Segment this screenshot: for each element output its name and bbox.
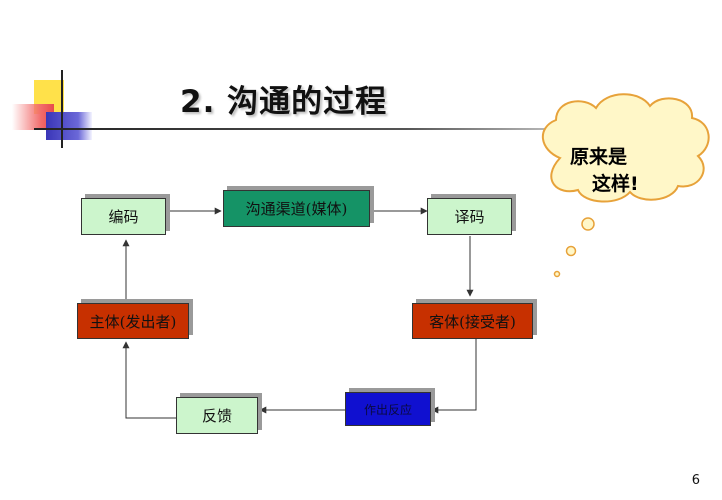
page-number: 6 [691, 473, 700, 488]
node-decoding: 译码 [427, 198, 512, 235]
title-underline [34, 128, 654, 130]
node-encoding: 编码 [81, 198, 166, 235]
arrow-receiver-to-response [431, 339, 477, 414]
arrow-feedback-to-sender [122, 341, 176, 419]
slide-title: 2. 沟通的过程 [180, 84, 388, 120]
thought-bubble-small [553, 270, 561, 278]
node-feedback: 反馈 [176, 397, 258, 434]
node-sender: 主体(发出者) [77, 303, 189, 339]
cloud-text-line2: 这样! [592, 172, 639, 195]
thought-bubble-medium [565, 245, 577, 257]
decorative-blue-bar [46, 112, 92, 140]
cloud-text-line1: 原来是 [570, 146, 627, 168]
decorative-vertical-line [61, 70, 63, 148]
node-channel: 沟通渠道(媒体) [223, 190, 370, 227]
thought-bubble-large [581, 217, 595, 231]
node-response: 作出反应 [345, 392, 431, 426]
thought-cloud: 原来是 这样! [541, 93, 710, 203]
node-receiver: 客体(接受者) [412, 303, 533, 339]
